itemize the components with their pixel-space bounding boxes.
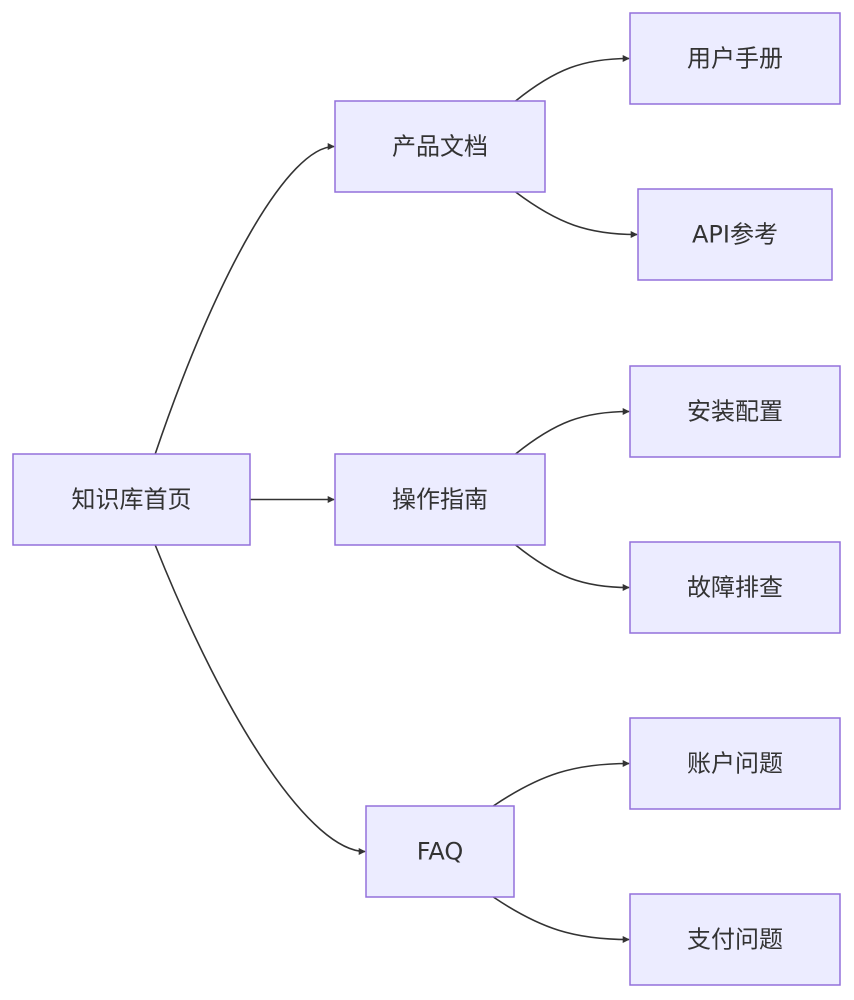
node-manual[interactable]: 用户手册: [629, 12, 841, 105]
node-label: 操作指南: [392, 486, 488, 514]
node-box: [334, 100, 546, 193]
node-label: FAQ: [417, 838, 464, 866]
node-install[interactable]: 安装配置: [629, 365, 841, 458]
node-faq[interactable]: FAQ: [365, 805, 515, 898]
node-api[interactable]: API参考: [637, 188, 833, 281]
edge-home-to-docs: [154, 143, 335, 455]
node-box: [629, 12, 841, 105]
node-label: 产品文档: [392, 133, 488, 161]
node-label: 账户问题: [687, 750, 783, 778]
node-label: API参考: [692, 221, 778, 249]
edge-guide-to-trouble: [515, 544, 630, 591]
node-box: [637, 188, 833, 281]
node-label: 故障排查: [687, 574, 783, 602]
node-box: [629, 717, 841, 810]
node-guide[interactable]: 操作指南: [334, 453, 546, 546]
node-payment[interactable]: 支付问题: [629, 893, 841, 986]
node-label: 用户手册: [687, 45, 783, 73]
node-trouble[interactable]: 故障排查: [629, 541, 841, 634]
edge-faq-to-payment: [492, 896, 630, 943]
edge-faq-to-account: [492, 760, 630, 807]
node-label: 知识库首页: [72, 486, 192, 514]
node-home[interactable]: 知识库首页: [12, 453, 251, 546]
node-box: [629, 541, 841, 634]
node-account[interactable]: 账户问题: [629, 717, 841, 810]
edge-docs-to-api: [515, 191, 638, 238]
node-docs[interactable]: 产品文档: [334, 100, 546, 193]
node-box: [629, 893, 841, 986]
node-label: 支付问题: [687, 926, 783, 954]
edge-guide-to-install: [515, 408, 630, 455]
node-box: [629, 365, 841, 458]
node-box: [365, 805, 515, 898]
edge-home-to-faq: [154, 544, 366, 855]
node-label: 安装配置: [687, 398, 783, 426]
node-box: [12, 453, 251, 546]
edge-docs-to-manual: [515, 55, 630, 102]
node-box: [334, 453, 546, 546]
